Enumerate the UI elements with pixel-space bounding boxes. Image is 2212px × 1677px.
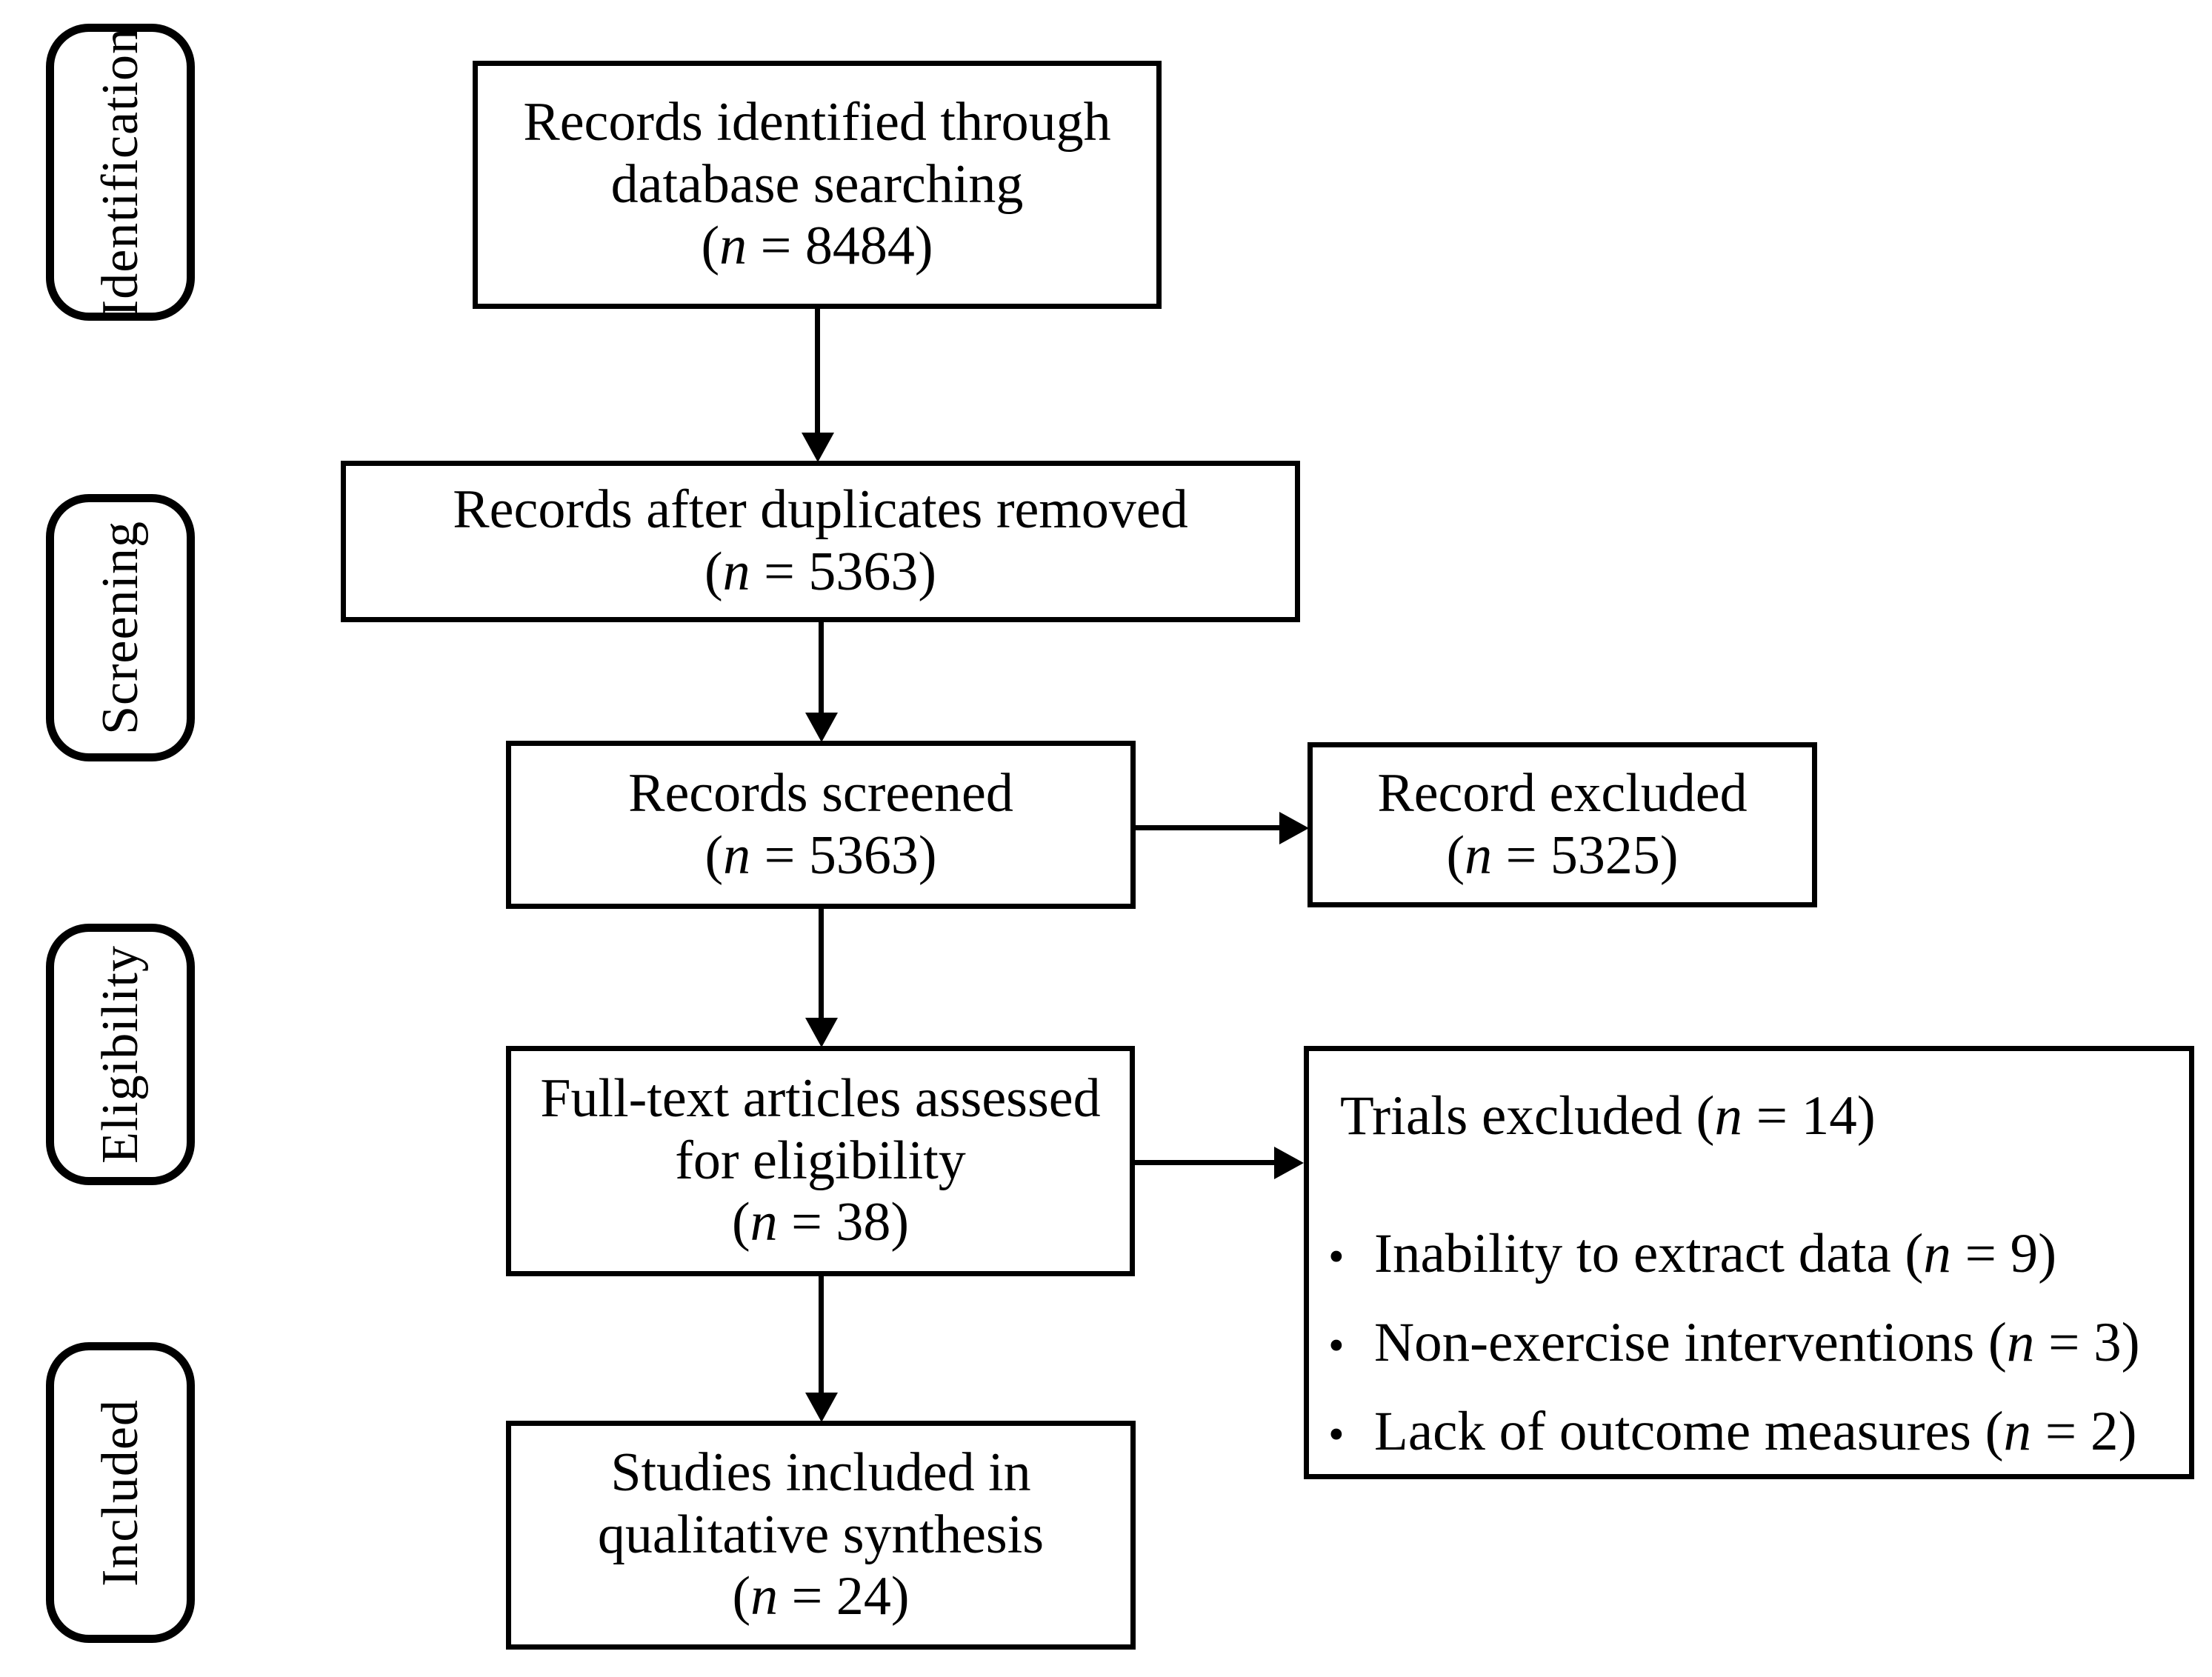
box-title-line: Full-text articles assessed: [540, 1068, 1101, 1130]
box-fulltext-assessed: Full-text articles assessed for eligibil…: [506, 1046, 1135, 1276]
arrow-fulltext-to-included: [819, 1276, 824, 1393]
stage-identification: Identification: [46, 24, 195, 321]
arrow-identified-to-duplicates: [815, 309, 820, 433]
stage-screening: Screening: [46, 494, 195, 761]
box-title-line: Records identified through: [523, 92, 1111, 153]
box-title-line: Record excluded: [1377, 762, 1748, 824]
bullet-text: Lack of outcome measures (n = 2): [1374, 1400, 2137, 1462]
count-line: (n = 24): [732, 1566, 910, 1627]
bullet-icon: •: [1328, 1320, 1345, 1371]
arrow-duplicates-to-screened: [819, 622, 824, 713]
bullet-text: Inability to extract data (n = 9): [1374, 1222, 2057, 1284]
arrow-screened-to-excluded: [1136, 825, 1279, 830]
box-title-line: for eligibility: [675, 1130, 966, 1191]
box-duplicates-removed: Records after duplicates removed (n = 53…: [341, 461, 1300, 622]
box-title-line: Studies included in: [610, 1442, 1031, 1504]
trials-excluded-header: Trials excluded (n = 14): [1340, 1085, 1876, 1147]
bullet-icon: •: [1328, 1231, 1345, 1282]
stage-included: Included: [46, 1342, 195, 1643]
arrow-screened-to-fulltext: [819, 909, 824, 1018]
stage-included-label: Included: [91, 1398, 149, 1587]
stage-eligibility: Eligibility: [46, 924, 195, 1185]
box-title-line: qualitative synthesis: [597, 1504, 1045, 1565]
box-title-line: database searching: [610, 153, 1024, 215]
box-record-excluded: Record excluded (n = 5325): [1307, 742, 1817, 907]
bullet-text: Non-exercise interventions (n = 3): [1374, 1311, 2140, 1373]
count-line: (n = 5325): [1446, 824, 1679, 886]
count-line: (n = 38): [731, 1192, 910, 1253]
stage-screening-label: Screening: [91, 521, 149, 735]
bullet-icon: •: [1328, 1409, 1345, 1460]
count-line: (n = 5363): [704, 824, 937, 886]
trials-excluded-list: • Inability to extract data (n = 9) • No…: [1328, 1211, 2167, 1478]
count-line: (n = 8484): [701, 216, 933, 277]
arrow-fulltext-to-trials-excluded: [1135, 1160, 1274, 1165]
stage-eligibility-label: Eligibility: [91, 945, 149, 1164]
bullet-item: • Inability to extract data (n = 9): [1328, 1211, 2167, 1300]
count-line: (n = 5363): [704, 541, 937, 602]
box-studies-included: Studies included in qualitative synthesi…: [506, 1421, 1136, 1650]
box-records-identified: Records identified through database sear…: [473, 61, 1162, 309]
bullet-item: • Non-exercise interventions (n = 3): [1328, 1300, 2167, 1389]
box-trials-excluded: Trials excluded (n = 14) • Inability to …: [1304, 1046, 2194, 1479]
bullet-item: • Lack of outcome measures (n = 2): [1328, 1389, 2167, 1478]
box-records-screened: Records screened (n = 5363): [506, 741, 1136, 909]
box-title-line: Records screened: [628, 762, 1013, 824]
box-title-line: Records after duplicates removed: [453, 479, 1188, 541]
stage-identification-label: Identification: [91, 27, 149, 318]
